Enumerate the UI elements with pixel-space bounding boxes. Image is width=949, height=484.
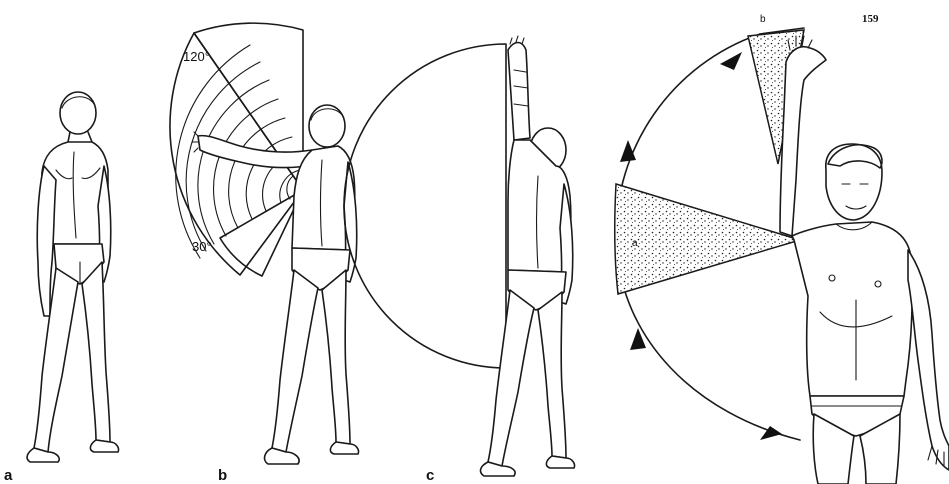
right-figure-man [780, 36, 949, 484]
angle-label-30: 30° [192, 239, 212, 254]
angle-label-120: 120° [183, 49, 210, 64]
panel-label-a: a [4, 467, 13, 484]
panel-label-c: c [426, 467, 434, 484]
sector-label-a: a [632, 238, 638, 249]
panel-c-arc [344, 44, 506, 368]
page-number: 159 [862, 13, 879, 25]
arc-arrow-mid-low [630, 328, 646, 350]
arc-arrow-upper [720, 52, 742, 70]
panel-c-figure [481, 36, 575, 476]
sector-label-b: b [760, 14, 766, 25]
panel-b-figure [192, 105, 359, 464]
stippled-sector-a [615, 184, 800, 294]
panel-label-b: b [218, 467, 227, 484]
panel-a-figure [27, 92, 118, 462]
